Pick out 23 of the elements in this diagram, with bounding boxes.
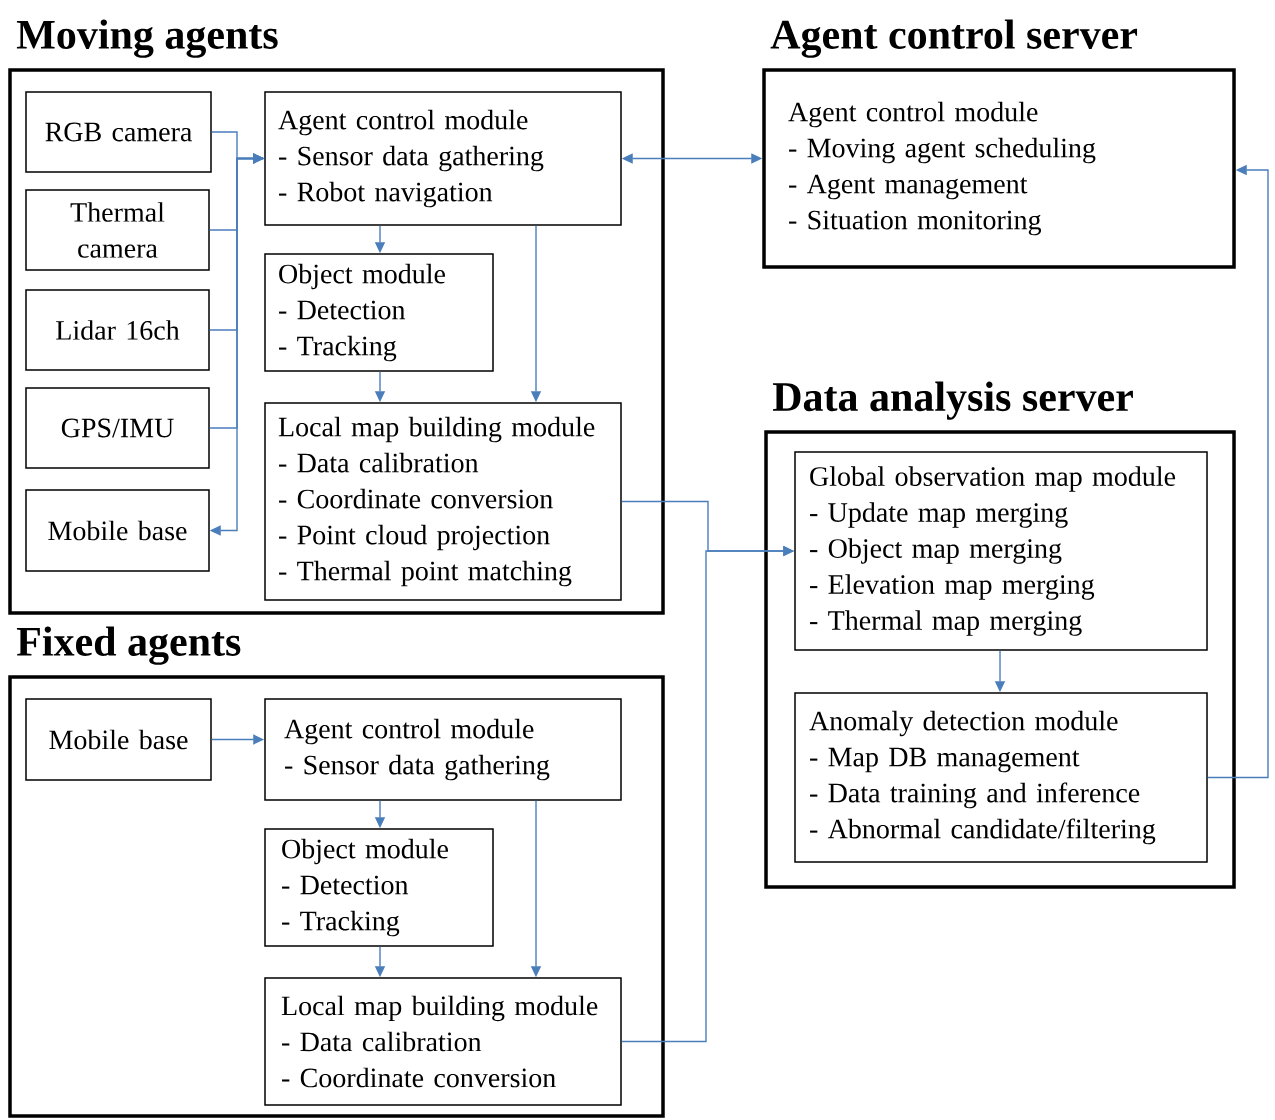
component-box: Lidar 16ch: [25, 289, 210, 371]
node-label: - Agent management: [789, 174, 1028, 200]
component-box: RGB camera: [25, 91, 212, 173]
component-box: Mobile base: [25, 698, 212, 781]
component-box: Thermal camera: [25, 189, 210, 271]
module-box: Agent control module - Sensor data gathering - Robot navigation: [264, 91, 622, 226]
node-label: Agent control module: [788, 101, 1038, 128]
module-box: Local map building module - Data calibration - Coordinate conversion: [264, 977, 622, 1106]
node-label: - Situation monitoring: [789, 210, 1042, 236]
module-box: Anomaly detection module - Map DB management - Data training and inference - Abnormal candidate/filtering: [794, 692, 1208, 863]
module-box: Local map building module - Data calibration - Coordinate conversion - Point cloud projection - Thermal point matching: [264, 402, 622, 601]
heading: Data analysis server: [772, 381, 1133, 420]
server-box: Agent control module - Moving agent scheduling - Agent management - Situation monitoring: [762, 68, 1236, 269]
component-box: Mobile base: [25, 489, 210, 572]
node-label: - Moving agent scheduling: [789, 137, 1096, 164]
module-box: Agent control module - Sensor data gathering: [264, 698, 622, 801]
heading: Moving agents: [16, 19, 278, 58]
heading: Agent control server: [770, 19, 1138, 58]
module-box: Object module - Detection - Tracking: [264, 253, 494, 372]
module-box: Global observation map module - Update map merging - Object map merging - Elevation map merging - Thermal map merging: [794, 451, 1208, 651]
heading: Fixed agents: [16, 626, 241, 665]
module-box: Object module - Detection - Tracking: [264, 828, 494, 947]
component-box: GPS/IMU: [25, 387, 210, 469]
